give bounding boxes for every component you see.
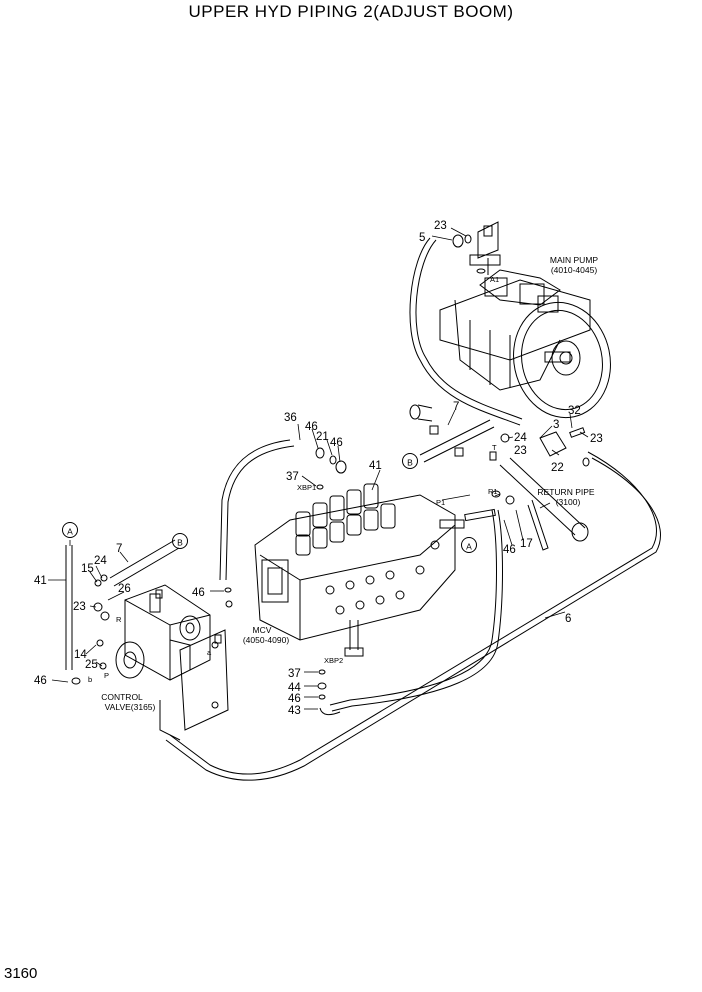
part-43: 43 [288,705,301,717]
part-7-left: 7 [116,543,122,555]
part-25: 25 [85,659,98,671]
part-7-upper: 7 [453,401,459,413]
mcv-label: MCV [253,625,272,635]
mcv-ports [325,540,440,615]
hose-6 [165,451,661,781]
part-23-d: 23 [73,601,86,613]
part-15: 15 [81,563,94,575]
mcv-spools [295,483,396,556]
part-46-a: 46 [305,421,318,433]
port-t: T [492,443,497,452]
ref-a-right-label: A [466,542,472,552]
port-xbp1: XBP1 [297,483,316,492]
part-37-a: 37 [286,471,299,483]
hose-43 [319,707,341,716]
part-23-a: 23 [434,220,447,232]
port-a: a [207,648,212,657]
part-46-e: 46 [288,693,301,705]
part-36: 36 [284,412,297,424]
return-pipe-label: RETURN PIPE [537,487,594,497]
page-title: UPPER HYD PIPING 2(ADJUST BOOM) [188,2,514,21]
hose-5 [409,237,523,426]
hose-36-to-mcv [219,439,295,581]
ref-circle-a-left: A [62,522,78,538]
main-pump-drawing [439,221,611,419]
part-26: 26 [118,583,131,595]
return-pipe-ref: (3100) [556,497,581,507]
part-32: 32 [568,405,581,417]
part-3: 3 [553,419,559,431]
port-r: R [116,615,122,624]
mcv-ref: (4050-4090) [243,635,289,645]
page-number: 3160 [4,965,38,982]
control-valve-ref: VALVE(3165) [105,702,156,712]
hose-mcv-to-r1 [329,509,503,712]
ref-circle-b-left: B [172,533,188,549]
part-17: 17 [520,538,533,550]
part-23-b: 23 [590,433,603,445]
part-24-b: 24 [94,555,107,567]
part-23-c: 23 [514,445,527,457]
pipe-41-left [65,545,73,670]
pipe-7-upper [409,404,495,463]
control-valve-drawing [115,584,229,741]
part-22: 22 [551,462,564,474]
leader-lines [48,227,589,710]
port-b: b [88,675,92,684]
mcv-drawing [254,483,465,657]
hose-7-left [109,539,180,587]
part-41-mcv: 41 [369,460,382,472]
main-pump-label: MAIN PUMP [550,255,599,265]
part-46-c: 46 [503,544,516,556]
part-5: 5 [419,232,425,244]
return-pipe-drawing [499,457,589,551]
part-24-a: 24 [514,432,527,444]
main-pump-ref: (4010-4045) [551,265,597,275]
part-6: 6 [565,613,571,625]
part-46-f: 46 [34,675,47,687]
ref-a-left-label: A [67,527,73,537]
ref-b-right-label: B [407,458,413,468]
part-41-left: 41 [34,575,47,587]
part-46-d: 46 [192,587,205,599]
ref-circle-a-right: A [461,537,477,553]
port-r1: R1 [488,487,498,496]
fittings [71,234,590,700]
ref-circle-b-right: B [402,453,418,469]
port-a1: A1 [490,275,499,284]
part-46-b: 46 [330,437,343,449]
ref-b-left-label: B [177,538,183,548]
part-44: 44 [288,682,301,694]
part-21: 21 [316,431,329,443]
port-p: P [104,671,109,680]
part-37-b: 37 [288,668,301,680]
control-valve-label: CONTROL [101,692,143,702]
port-p1: P1 [436,498,445,507]
port-xbp2: XBP2 [324,656,343,665]
part-14: 14 [74,649,87,661]
